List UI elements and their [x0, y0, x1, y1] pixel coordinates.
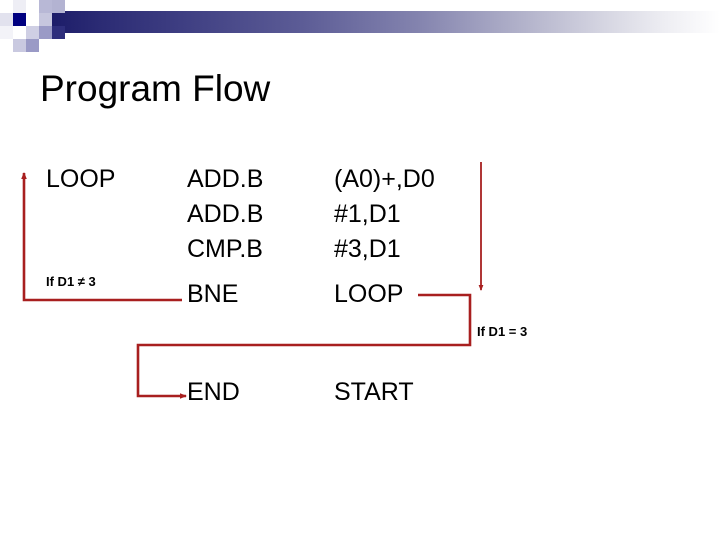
banner-square: [39, 13, 52, 26]
banner-square: [39, 26, 52, 39]
annotation-branch-taken: If D1 ≠ 3: [46, 274, 96, 289]
banner-square: [26, 39, 39, 52]
listing-mnemonic: CMP.B: [187, 235, 263, 263]
listing-mnemonic: BNE: [187, 280, 239, 308]
banner-square: [13, 26, 26, 39]
banner-square: [0, 0, 13, 13]
annotation-branch-not-taken: If D1 = 3: [477, 324, 528, 339]
banner-square: [52, 26, 65, 39]
banner-square: [52, 0, 65, 13]
listing-mnemonic: ADD.B: [187, 165, 264, 193]
banner-square: [0, 13, 13, 26]
banner-square: [39, 39, 52, 52]
slide-banner: [0, 0, 720, 52]
listing-mnemonic: END: [187, 378, 240, 406]
banner-square: [39, 0, 52, 13]
listing-operand: #3,D1: [334, 235, 401, 263]
listing-mnemonic: ADD.B: [187, 200, 264, 228]
listing-operand: START: [334, 378, 414, 406]
listing-operand: (A0)+,D0: [334, 165, 435, 193]
banner-square: [26, 26, 39, 39]
listing-label: LOOP: [46, 165, 116, 193]
banner-gradient-bar: [46, 11, 720, 33]
banner-square: [13, 0, 26, 13]
banner-square: [13, 39, 26, 52]
page-title: Program Flow: [40, 68, 271, 109]
banner-square: [13, 13, 26, 26]
banner-square: [0, 26, 13, 39]
listing-operand: LOOP: [334, 280, 404, 308]
banner-square: [26, 0, 39, 13]
banner-square: [26, 13, 39, 26]
listing-operand: #1,D1: [334, 200, 401, 228]
